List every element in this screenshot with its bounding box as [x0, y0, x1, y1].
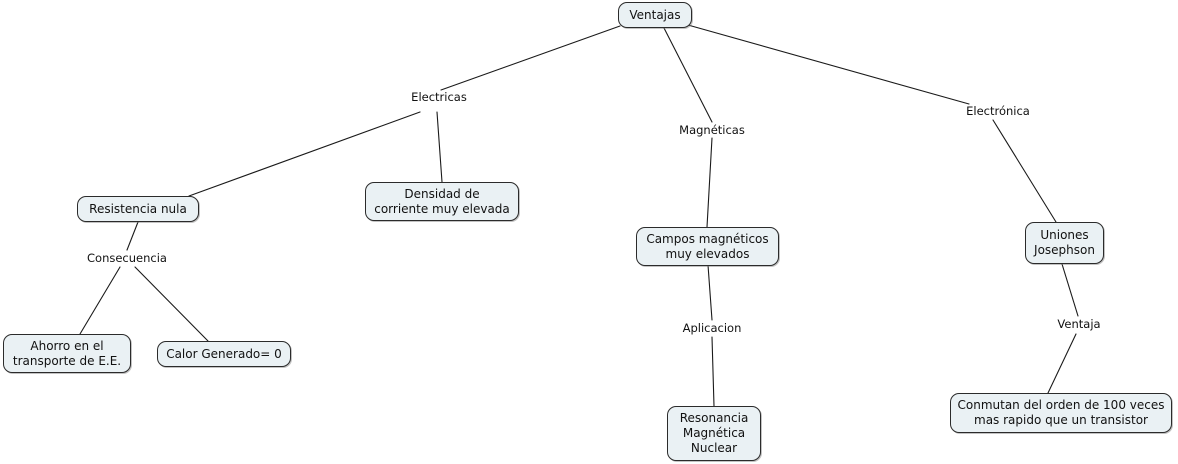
edge-electricas-densidad — [436, 111, 443, 183]
edge-magneticas-campos — [706, 137, 713, 228]
node-conmutan-transistor[interactable]: Conmutan del orden de 100 veces mas rapi… — [950, 393, 1172, 433]
node-ventajas[interactable]: Ventajas — [618, 2, 692, 28]
node-resonancia-magnetica-nuclear[interactable]: Resonancia Magnética Nuclear — [667, 406, 761, 461]
edge-consecuencia-calor — [134, 266, 209, 342]
edge-campos-aplicacion — [707, 264, 713, 321]
link-label-aplicacion: Aplicacion — [682, 321, 742, 335]
link-label-magneticas: Magnéticas — [679, 123, 745, 137]
node-calor-generado[interactable]: Calor Generado= 0 — [157, 341, 291, 367]
edge-ventajas-electricas — [440, 25, 621, 91]
edge-resistencia-consecuencia — [126, 221, 139, 251]
edge-uniones-ventaja — [1061, 263, 1079, 317]
edge-ventajas-magneticas — [663, 27, 713, 123]
node-uniones-josephson[interactable]: Uniones Josephson — [1025, 222, 1104, 264]
link-label-electronica: Electrónica — [966, 104, 1030, 118]
node-resistencia-nula[interactable]: Resistencia nula — [77, 196, 199, 222]
edge-aplicacion-resonancia — [711, 336, 715, 407]
edge-electronica-uniones — [992, 119, 1057, 223]
edge-consecuencia-ahorro — [79, 266, 121, 335]
edge-ventaja-conmutan — [1047, 333, 1077, 394]
link-label-electricas: Electricas — [411, 90, 467, 104]
node-densidad-corriente[interactable]: Densidad de corriente muy elevada — [365, 182, 519, 221]
edge-ventajas-electronica — [687, 24, 970, 105]
node-ahorro-transporte[interactable]: Ahorro en el transporte de E.E. — [3, 334, 131, 373]
link-label-consecuencia: Consecuencia — [87, 251, 167, 265]
node-campos-magneticos[interactable]: Campos magnéticos muy elevados — [636, 227, 779, 266]
link-label-ventaja: Ventaja — [1057, 317, 1101, 331]
